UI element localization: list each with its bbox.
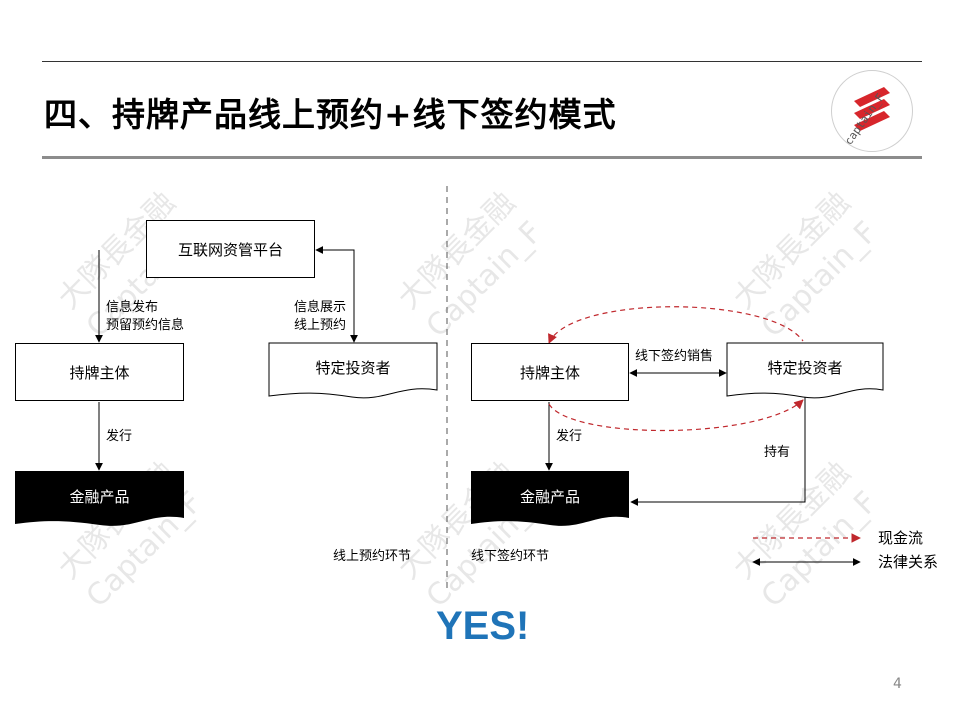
right-issuer-box: 持牌主体 xyxy=(471,343,629,401)
arrow-hold xyxy=(630,397,806,506)
label-reserve: 预留预约信息 xyxy=(106,318,185,333)
label-left-issue: 发行 xyxy=(106,429,133,444)
label-sales: 线下签约销售 xyxy=(635,349,714,364)
yes-text: YES! xyxy=(436,604,530,648)
header-bottom-rule xyxy=(42,156,922,159)
label-right-issue: 发行 xyxy=(556,429,583,444)
cash-flow-bottom-curve xyxy=(548,399,804,432)
right-product-label: 金融产品 xyxy=(519,487,580,506)
left-issuer-box: 持牌主体 xyxy=(15,343,184,401)
left-product-doc-shape xyxy=(15,471,184,526)
legend-cash-flow-label: 现金流 xyxy=(878,529,924,547)
right-investor-doc-shape xyxy=(726,342,884,399)
left-investor-label: 特定投资者 xyxy=(315,359,391,377)
left-section-label: 线上预约环节 xyxy=(333,549,412,564)
page-number: 4 xyxy=(893,676,902,692)
left-investor-doc-shape xyxy=(268,342,438,399)
left-platform-box: 互联网资管平台 xyxy=(146,220,315,278)
label-online: 线上预约 xyxy=(294,318,347,333)
header-top-rule xyxy=(42,61,922,62)
logo-stripes-icon xyxy=(854,87,890,131)
captain-logo xyxy=(831,70,913,152)
page-title: 四、持牌产品线上预约+线下签约模式 xyxy=(44,95,617,134)
cash-flow-top-curve xyxy=(548,306,804,344)
label-display: 信息展示 xyxy=(294,300,347,315)
left-product-label: 金融产品 xyxy=(69,487,130,506)
right-section-label: 线下签约环节 xyxy=(471,549,550,564)
right-product-doc-shape xyxy=(471,471,629,526)
arrow-platform-investor xyxy=(315,246,358,343)
label-hold: 持有 xyxy=(764,445,791,460)
legend-legal-label: 法律关系 xyxy=(878,553,939,571)
label-publish: 信息发布 xyxy=(106,300,159,315)
right-investor-label: 特定投资者 xyxy=(767,359,843,377)
